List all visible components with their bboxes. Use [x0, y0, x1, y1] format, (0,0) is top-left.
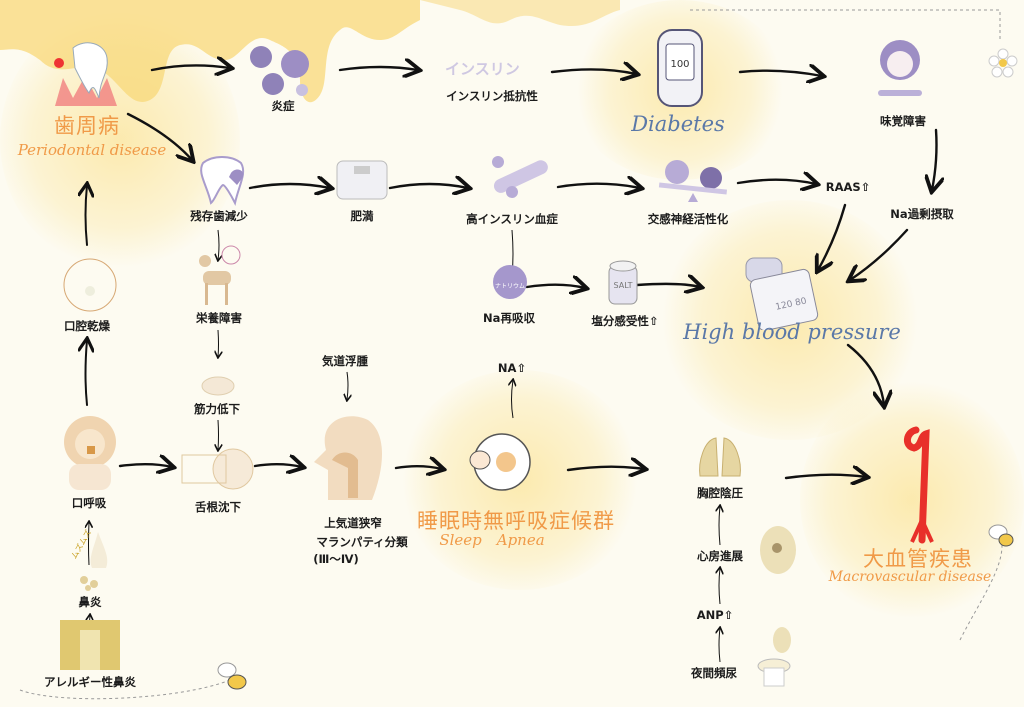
label-inflammation: 炎症	[271, 99, 295, 113]
label-anp: ANP⇧	[696, 608, 734, 622]
honey-drip-decoration	[0, 0, 620, 103]
label-na-up: NA⇧	[497, 361, 527, 375]
deer-icon	[199, 245, 241, 305]
osa-title: 睡眠時無呼吸症候群	[417, 509, 615, 533]
blood-pressure-monitor-icon: 120 80	[745, 257, 819, 330]
muscle-arm-icon	[201, 376, 235, 396]
lungs-icon	[699, 437, 741, 477]
label-intrathoracic-pressure: 胸腔陰圧	[697, 486, 743, 500]
label-tooth-loss: 残存歯減少	[190, 209, 248, 223]
osa-subtitle: Sleep Apnea	[439, 531, 545, 549]
periodontal-subtitle: Periodontal disease	[17, 141, 167, 159]
bee-icon	[988, 524, 1014, 547]
meter-reading: 100	[670, 59, 689, 70]
label-airway-edema: 気道浮腫	[322, 354, 368, 368]
label-upper-airway-narrowing: 上気道狭窄	[324, 516, 382, 530]
tooth-gum-icon	[54, 42, 117, 106]
glucose-meter-icon: 100	[657, 29, 703, 107]
label-salt-sensitivity: 塩分感受性⇧	[591, 314, 659, 328]
label-mallampati: マランパティ分類	[316, 535, 408, 549]
label-dry-mouth: 口腔乾燥	[64, 319, 110, 333]
lion-icon	[64, 416, 116, 490]
hbp-title: High blood pressure	[683, 320, 901, 344]
pollen-tree-icon	[60, 620, 120, 670]
bacteria-icon	[250, 46, 309, 96]
label-rhinitis: 鼻炎	[78, 595, 102, 609]
diabetes-title: Diabetes	[631, 112, 725, 136]
label-mouth-breathing: 口呼吸	[71, 496, 107, 510]
glow-macro	[800, 380, 1024, 620]
heart-icon	[760, 526, 796, 574]
label-glossoptosis: 舌根沈下	[195, 500, 241, 514]
label-nocturia: 夜間頻尿	[691, 666, 737, 680]
insulin-text-icon: インスリン	[445, 60, 520, 78]
periodontal-title: 歯周病	[54, 114, 120, 138]
salt-jar-icon: SALT	[608, 260, 638, 305]
label-raas: RAAS⇧	[825, 180, 871, 194]
sodium-character-icon: ナトリウム	[493, 265, 527, 299]
label-mallampati-class: (Ⅲ～Ⅳ)	[313, 552, 359, 566]
toilet-icon	[757, 627, 791, 687]
label-allergic-rhinitis: アレルギー性鼻炎	[44, 675, 136, 689]
macro-title: 大血管疾患	[863, 547, 973, 571]
sodium-icon-text: ナトリウム	[495, 282, 525, 290]
sheep-icon	[469, 433, 531, 491]
seesaw-icon	[658, 160, 728, 202]
bee-icon	[217, 662, 247, 690]
label-sympathetic-activation: 交感神経活性化	[647, 212, 729, 226]
tooth-icon	[200, 156, 245, 206]
label-atrial-stretch: 心房進展	[697, 549, 743, 563]
label-na-reabsorption: Na再吸収	[483, 311, 535, 325]
label-insulin-resistance: インスリン抵抗性	[446, 89, 538, 103]
worried-woman-icon	[878, 40, 922, 96]
crying-child-icon	[63, 258, 117, 312]
label-hyperinsulinemia: 高インスリン血症	[466, 212, 558, 226]
salt-jar-text: SALT	[614, 281, 633, 290]
airway-tongue-icon	[181, 448, 254, 490]
macro-subtitle: Macrovascular disease	[828, 569, 992, 585]
label-malnutrition: 栄養障害	[196, 311, 242, 325]
label-muscle-weakness: 筋力低下	[194, 402, 240, 416]
nose-icon: ムズムズ	[69, 528, 108, 591]
label-taste-disorder: 味覚障害	[880, 114, 926, 128]
head-profile-icon	[314, 416, 382, 500]
label-na-intake: Na過剰摂取	[890, 207, 954, 221]
insulin-cells-icon	[492, 156, 548, 198]
scale-icon	[336, 160, 388, 200]
flower-icon	[988, 48, 1018, 78]
label-obesity: 肥満	[350, 209, 374, 223]
aorta-icon	[904, 426, 934, 544]
itchy-text: ムズムズ	[69, 528, 94, 560]
